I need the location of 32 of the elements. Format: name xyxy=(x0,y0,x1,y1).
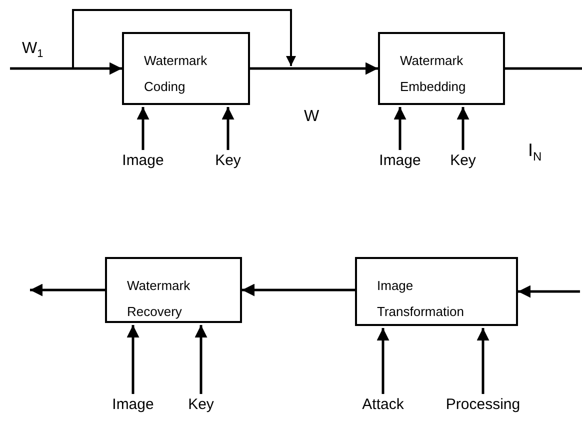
process-box xyxy=(122,32,250,105)
process-box xyxy=(105,257,242,323)
arrow xyxy=(394,107,406,150)
arrow xyxy=(242,284,355,296)
signal-label: I$_{N}$ xyxy=(528,140,542,164)
arrow xyxy=(456,107,470,150)
box-text: Watermark Coding xyxy=(144,52,208,96)
arrow xyxy=(10,62,122,75)
input-label: Key xyxy=(450,152,476,169)
edge-label: W$_{1}$ xyxy=(22,40,44,60)
process-box xyxy=(355,257,518,326)
arrow xyxy=(518,285,580,298)
arrow xyxy=(126,325,140,394)
input-label: Processing xyxy=(446,396,520,413)
arrow xyxy=(250,62,378,75)
arrow xyxy=(136,107,150,150)
box-text: Image Transformation xyxy=(377,277,464,321)
box-text: Watermark Recovery xyxy=(127,277,190,321)
edge-label: W xyxy=(304,108,320,126)
process-box xyxy=(378,32,505,105)
input-label: Image xyxy=(122,152,164,169)
input-label: Key xyxy=(188,396,214,413)
arrow xyxy=(222,107,234,150)
input-label: Attack xyxy=(362,396,404,413)
arrow xyxy=(376,328,390,394)
input-label: Key xyxy=(215,152,241,169)
input-label: Image xyxy=(112,396,154,413)
box-text: Watermark Embedding xyxy=(400,52,466,96)
arrow xyxy=(30,284,105,296)
arrow xyxy=(194,325,208,394)
arrow xyxy=(476,328,490,394)
input-label: Image xyxy=(379,152,421,169)
